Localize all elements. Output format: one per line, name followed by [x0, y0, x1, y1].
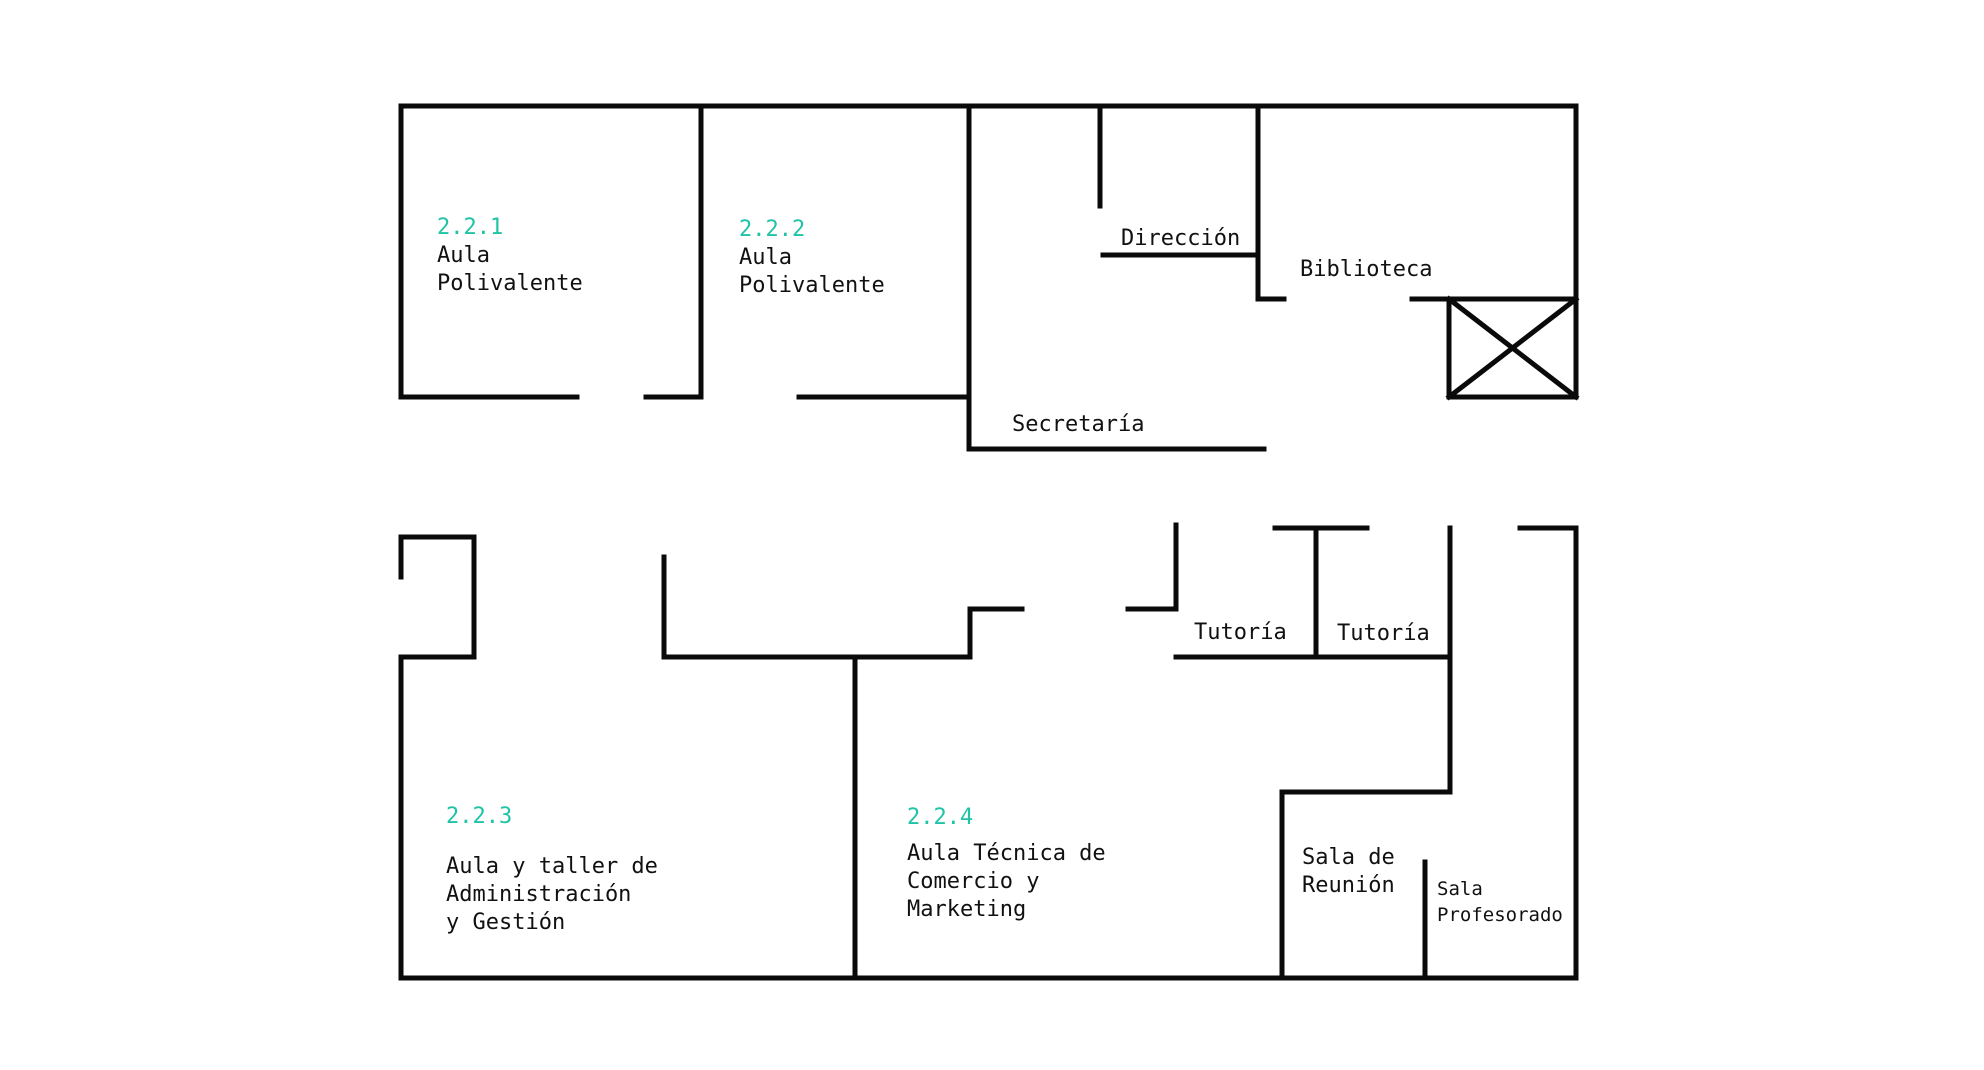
- room-name-224-line3: Marketing: [907, 897, 1027, 922]
- room-name-reunion-line2: Reunión: [1302, 873, 1395, 898]
- walls: [398, 103, 1580, 981]
- wall-lower-west-stub: [398, 525, 1579, 981]
- room-number-221: 2.2.1: [437, 215, 504, 240]
- room-label-secretaria: Secretaría: [1012, 411, 1144, 439]
- wall-biblioteca-west: [1255, 103, 1287, 302]
- room-name-222-line1: Aula: [739, 245, 792, 270]
- room-number-223: 2.2.3: [446, 804, 513, 829]
- room-name-224-line1: Aula Técnica de: [907, 841, 1106, 866]
- room-name-223-line1: Aula y taller de: [446, 854, 658, 879]
- wall-upper-outer: [398, 103, 1579, 400]
- room-name-reunion-line1: Sala de: [1302, 845, 1395, 870]
- room-name-profesorado-line2: Profesorado: [1437, 904, 1563, 926]
- room-label-sala-reunion: Sala de Reunión: [1302, 844, 1395, 900]
- stairwell-x-icon-b: [1445, 295, 1580, 401]
- room-name-223-line3: y Gestión: [446, 910, 566, 935]
- room-label-224: 2.2.4 Aula Técnica de Comercio y Marketi…: [907, 804, 1106, 924]
- room-name-biblioteca: Biblioteca: [1300, 257, 1433, 282]
- room-name-222-line2: Polivalente: [739, 273, 885, 298]
- wall-tutoria-west: [1125, 522, 1179, 612]
- room-name-secretaria: Secretaría: [1012, 412, 1145, 437]
- room-name-224-line2: Comercio y: [907, 869, 1040, 894]
- room-label-222: 2.2.2 Aula Polivalente: [739, 216, 885, 300]
- room-name-221-line2: Polivalente: [437, 271, 583, 296]
- room-name-tutoria-2: Tutoría: [1337, 621, 1430, 646]
- wall-reunion-north: [1279, 789, 1453, 981]
- room-label-223: 2.2.3 Aula y taller de Administración y …: [446, 803, 658, 937]
- wall-223-north: [661, 554, 1025, 660]
- room-number-224: 2.2.4: [907, 805, 974, 830]
- room-name-direccion: Dirección: [1121, 226, 1241, 251]
- room-label-sala-profesorado: Sala Profesorado: [1437, 876, 1563, 928]
- room-label-221: 2.2.1 Aula Polivalente: [437, 214, 583, 298]
- room-number-222: 2.2.2: [739, 217, 806, 242]
- room-name-223-line2: Administración: [446, 882, 632, 907]
- room-label-tutoria-2: Tutoría: [1337, 620, 1430, 648]
- room-name-profesorado-line1: Sala: [1437, 878, 1483, 900]
- room-label-tutoria-1: Tutoría: [1194, 619, 1287, 647]
- room-label-biblioteca: Biblioteca: [1300, 256, 1432, 284]
- stairwell-box: [1446, 296, 1579, 400]
- room-label-direccion: Dirección: [1121, 225, 1240, 253]
- room-name-tutoria-1: Tutoría: [1194, 620, 1287, 645]
- room-name-221-line1: Aula: [437, 243, 490, 268]
